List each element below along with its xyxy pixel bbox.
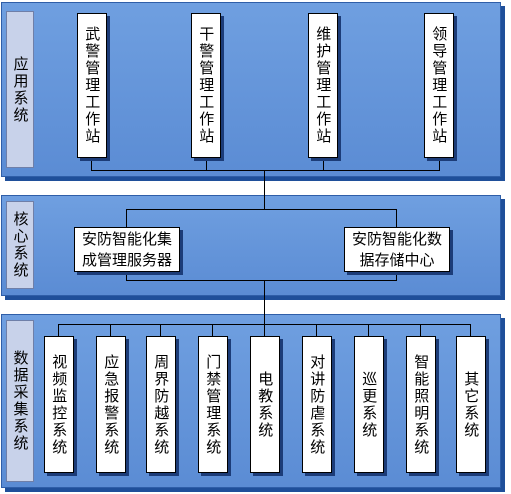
data-drop-line — [110, 324, 111, 336]
data-drop-line — [264, 324, 265, 336]
subsystem-other: 其它系统 — [456, 336, 486, 473]
app-drop-line — [91, 157, 92, 171]
subsystem-smart-lighting: 智能照明系统 — [406, 336, 436, 473]
app-drop-line — [439, 157, 440, 171]
subsystem-emergency-alarm: 应急报警系统 — [96, 336, 126, 473]
core-bottom-bus-line — [126, 280, 397, 281]
app-drop-line — [323, 157, 324, 171]
app-bus-line — [91, 170, 440, 171]
data-drop-line — [420, 324, 421, 336]
data-storage-center: 安防智能化数据存储中心 — [344, 227, 450, 272]
station-police-officer: 干警管理工作站 — [191, 13, 221, 158]
application-layer-label: 应用系统 — [6, 11, 34, 168]
core-drop-line — [396, 209, 397, 227]
subsystem-education: 电教系统 — [250, 336, 280, 473]
subsystem-video-surveillance: 视频监控系统 — [44, 336, 74, 473]
data-layer-label: 数据采集系统 — [6, 320, 34, 482]
subsystem-patrol: 巡更系统 — [354, 336, 384, 473]
station-maintenance: 维护管理工作站 — [308, 13, 338, 158]
core-data-trunk-line — [264, 280, 265, 325]
core-drop-line — [126, 209, 127, 227]
app-drop-line — [206, 157, 207, 171]
app-core-trunk-line — [264, 170, 265, 209]
core-bus-line — [126, 209, 397, 210]
subsystem-intercom: 对讲防虐系统 — [302, 336, 332, 473]
core-layer-label: 核心系统 — [6, 201, 34, 289]
station-armed-police: 武警管理工作站 — [77, 13, 107, 158]
subsystem-perimeter-intrusion: 周界防越系统 — [146, 336, 176, 473]
data-drop-line — [212, 324, 213, 336]
station-leadership: 领导管理工作站 — [424, 13, 454, 158]
data-drop-line — [368, 324, 369, 336]
integration-server: 安防智能化集成管理服务器 — [74, 227, 180, 272]
data-drop-line — [160, 324, 161, 336]
data-drop-line — [316, 324, 317, 336]
data-drop-line — [58, 324, 59, 336]
core-bottom-drop-line — [396, 270, 397, 281]
core-bottom-drop-line — [126, 270, 127, 281]
data-drop-line — [470, 324, 471, 336]
subsystem-access-control: 门禁管理系统 — [198, 336, 228, 473]
